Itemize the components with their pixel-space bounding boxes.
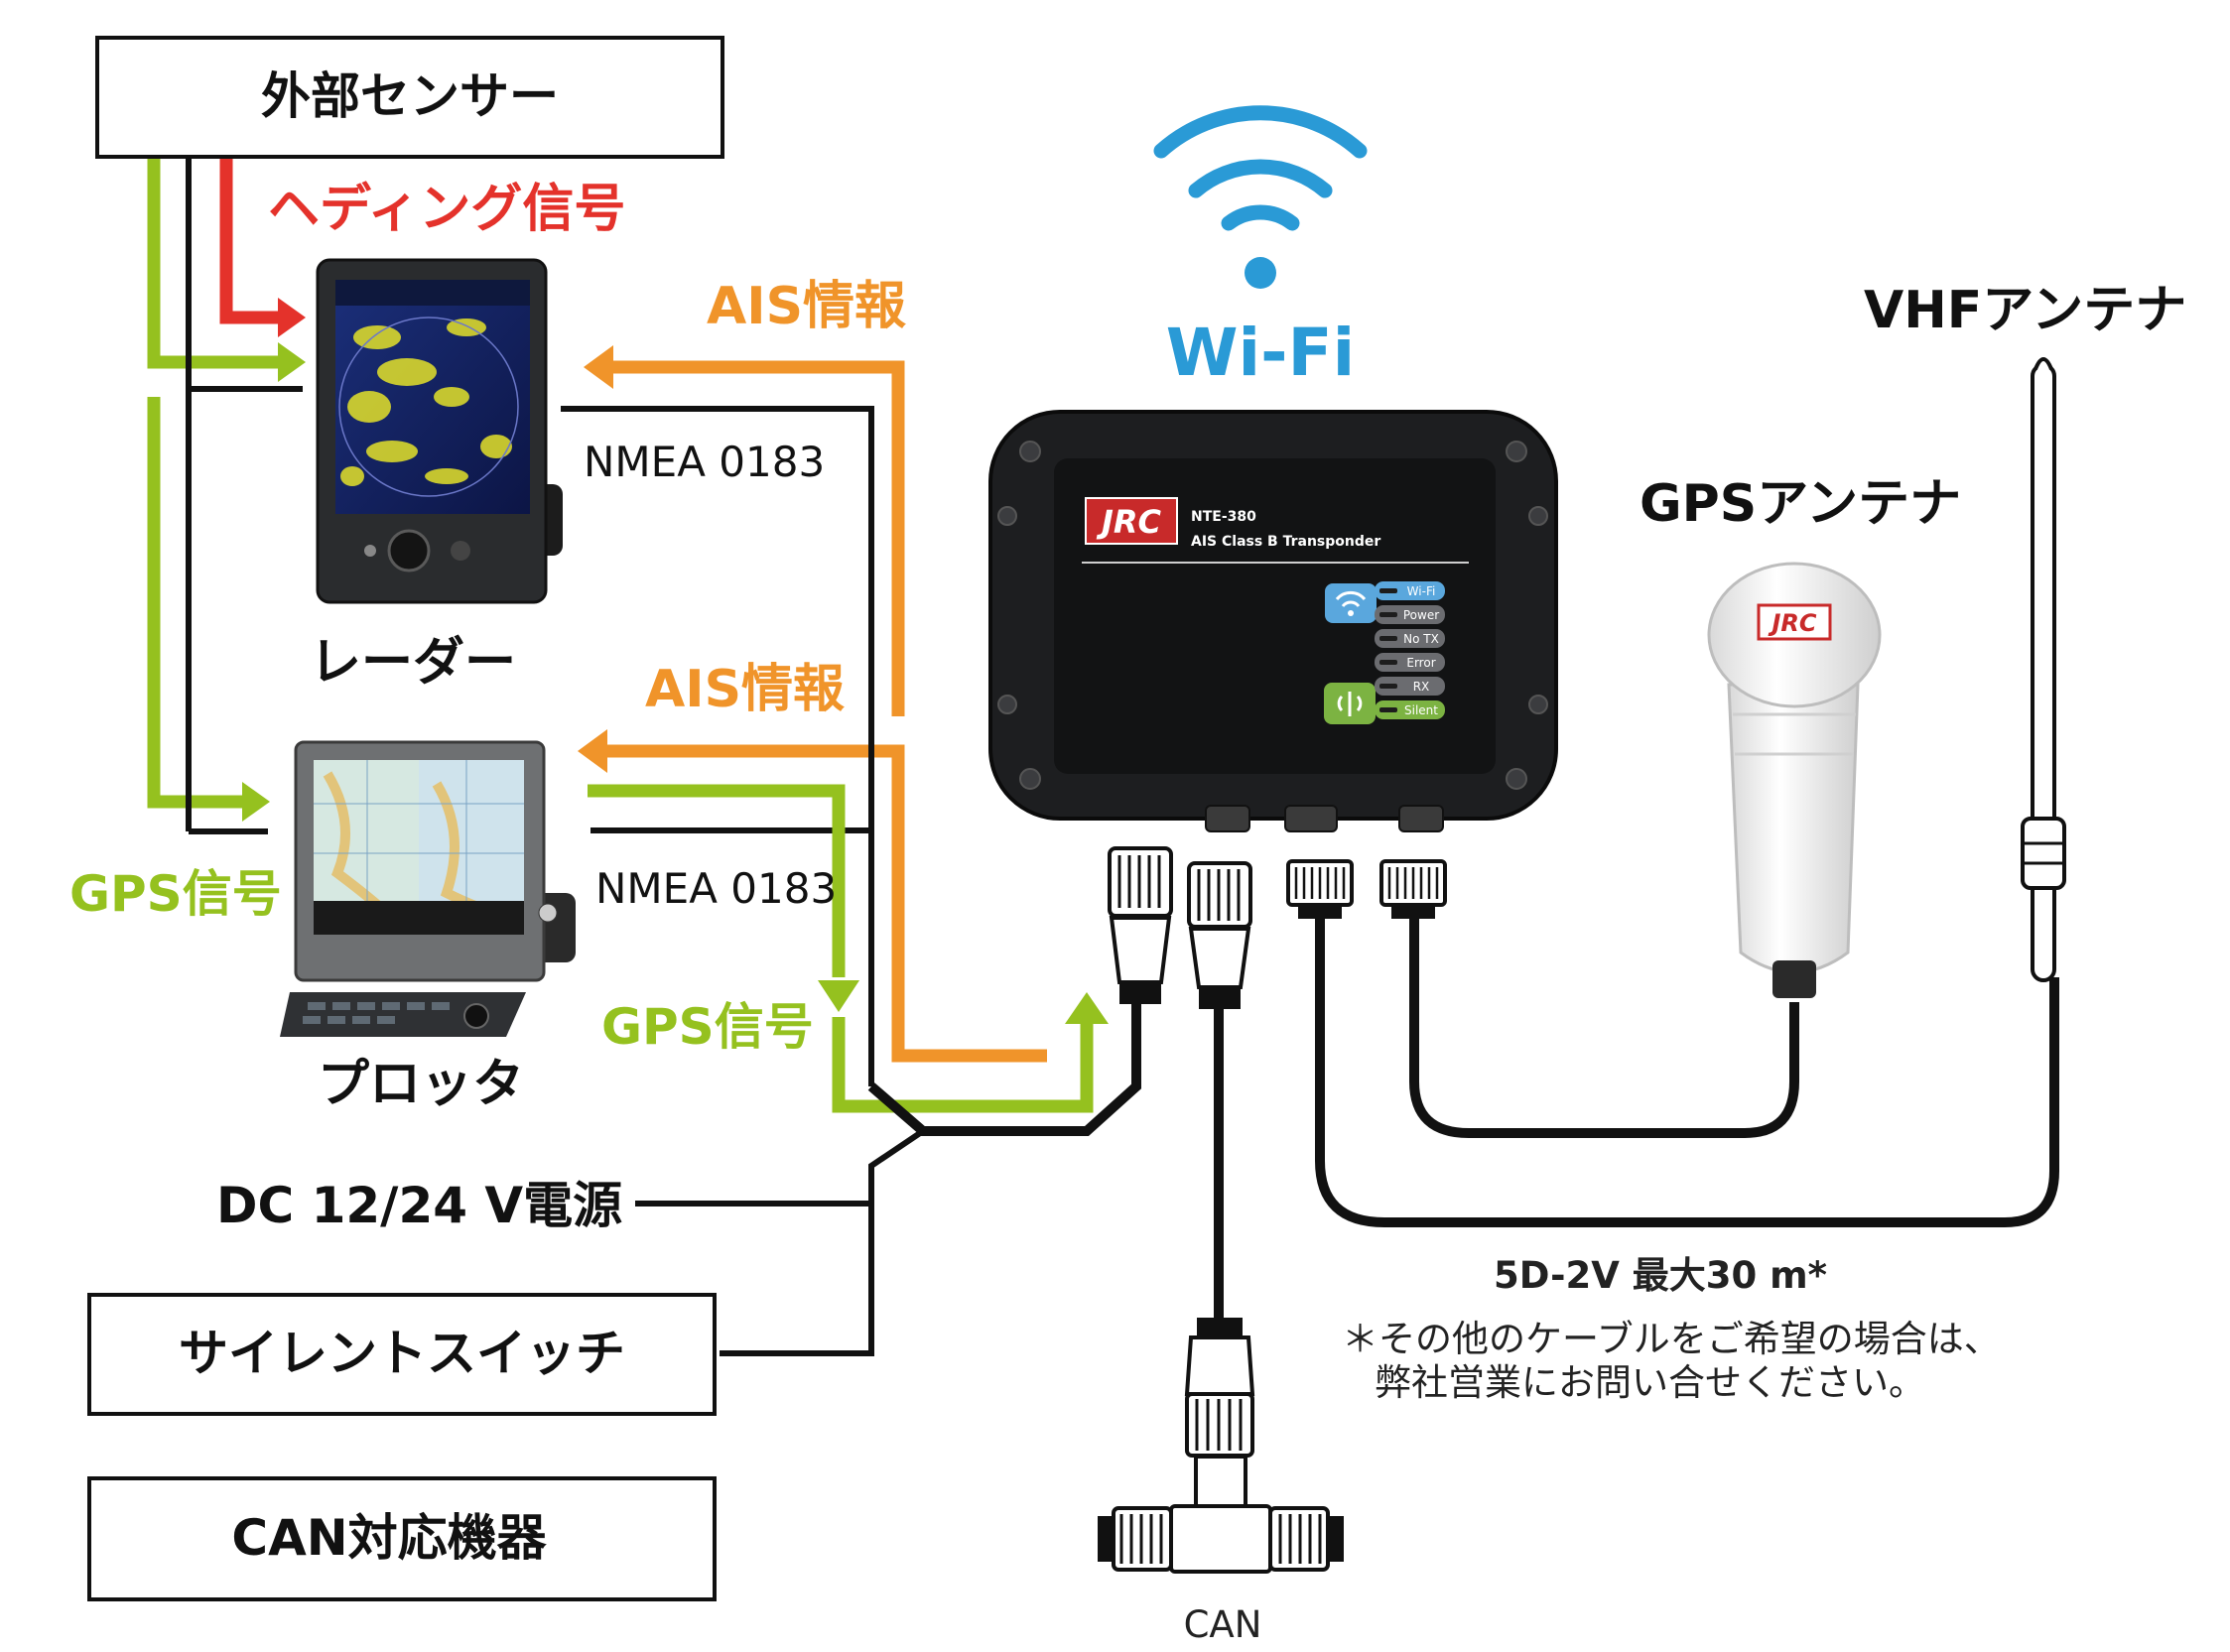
cable-connectors xyxy=(1108,846,1447,1009)
vhf-antenna xyxy=(2021,357,2066,982)
radar-label: レーダー xyxy=(310,633,516,693)
can-t-connector xyxy=(1098,1318,1344,1574)
gps-antenna: JRC xyxy=(1707,562,1882,998)
transponder-device: JRC NTE-380 AIS Class B Transponder xyxy=(988,410,1558,832)
vhf-cable xyxy=(1315,913,2059,1227)
can-device-box: CAN対応機器 xyxy=(87,1476,717,1601)
gps-antenna-label: GPSアンテナ xyxy=(1640,474,1961,534)
signal-lines xyxy=(147,159,2059,1547)
external-sensor-box: 外部センサー xyxy=(95,36,724,159)
radar-knob-icon xyxy=(387,529,431,572)
arrowheads xyxy=(242,298,1109,1024)
svg-text:JRC: JRC xyxy=(1768,609,1816,637)
can-label: CAN xyxy=(1184,1603,1262,1646)
gps-left-label: GPS信号 xyxy=(69,865,282,923)
led-silent: Silent xyxy=(1404,703,1438,717)
silent-switch-line xyxy=(720,1204,874,1356)
arrow-gps-radar xyxy=(278,342,306,382)
led-wifi: Wi-Fi xyxy=(1407,584,1436,598)
power-cable xyxy=(867,992,1141,1136)
arrow-heading xyxy=(278,298,306,337)
wifi-label: Wi-Fi xyxy=(1166,315,1356,391)
ais-info-top-label: AIS情報 xyxy=(707,277,906,336)
vhf-antenna-label: VHFアンテナ xyxy=(1864,281,2186,340)
gps-antenna-logo xyxy=(1757,603,1832,641)
gps-mid-label: GPS信号 xyxy=(601,998,814,1056)
svg-text:JRC: JRC xyxy=(1096,503,1162,541)
dc-power-branch xyxy=(635,1128,925,1207)
led-power: Power xyxy=(1403,608,1439,622)
plotter-label: プロッタ xyxy=(318,1055,524,1114)
heading-signal-label: ヘディング信号 xyxy=(268,180,625,239)
arrow-ais-radar xyxy=(584,345,613,389)
led-no-tx: No TX xyxy=(1403,632,1439,646)
arrow-gps-down xyxy=(818,980,859,1012)
gps-line-plotter xyxy=(147,397,248,809)
gps-line-radar xyxy=(147,159,288,369)
arrow-gps-plotter xyxy=(242,782,270,822)
heading-line xyxy=(219,159,290,324)
ais-line-radar xyxy=(595,360,905,716)
silent-switch-box: サイレントスイッチ xyxy=(87,1293,717,1416)
cable-spec-label: 5D-2V 最大30 m* xyxy=(1494,1254,1827,1297)
arrow-gps-up xyxy=(1065,992,1109,1024)
power-label: DC 12/24 V電源 xyxy=(216,1177,622,1234)
silent-switch-label: サイレントスイッチ xyxy=(179,1325,625,1382)
ais-line-plotter xyxy=(595,744,1047,1063)
nmea-top-label: NMEA 0183 xyxy=(584,438,825,486)
radar-device xyxy=(316,258,563,604)
cable-note-line1: ＊その他のケーブルをご希望の場合は、 xyxy=(1342,1318,2001,1360)
plotter-device xyxy=(280,740,576,1037)
transponder-subtitle: AIS Class B Transponder xyxy=(1191,534,1380,550)
external-sensor-label: 外部センサー xyxy=(261,67,559,125)
gps-antenna-cable xyxy=(1409,913,1799,1138)
led-list: Wi-Fi Power No TX Error RX Silent xyxy=(1375,581,1445,719)
cable-note-line2: 弊社営業にお問い合せください。 xyxy=(1375,1361,1925,1404)
transponder-logo xyxy=(1085,497,1178,545)
can-device-label: CAN対応機器 xyxy=(231,1509,547,1567)
wifi-icon xyxy=(1153,105,1368,289)
gps-line-to-cable xyxy=(832,1012,1094,1113)
nmea-line-radar xyxy=(561,406,874,1086)
transponder-model: NTE-380 xyxy=(1191,509,1256,525)
arrow-ais-plotter xyxy=(578,729,607,773)
ais-info-mid-label: AIS情報 xyxy=(645,660,845,719)
led-error: Error xyxy=(1406,656,1435,670)
nmea-mid-label: NMEA 0183 xyxy=(595,864,837,913)
gps-line-from-plotter xyxy=(588,784,846,977)
led-rx: RX xyxy=(1413,680,1430,694)
